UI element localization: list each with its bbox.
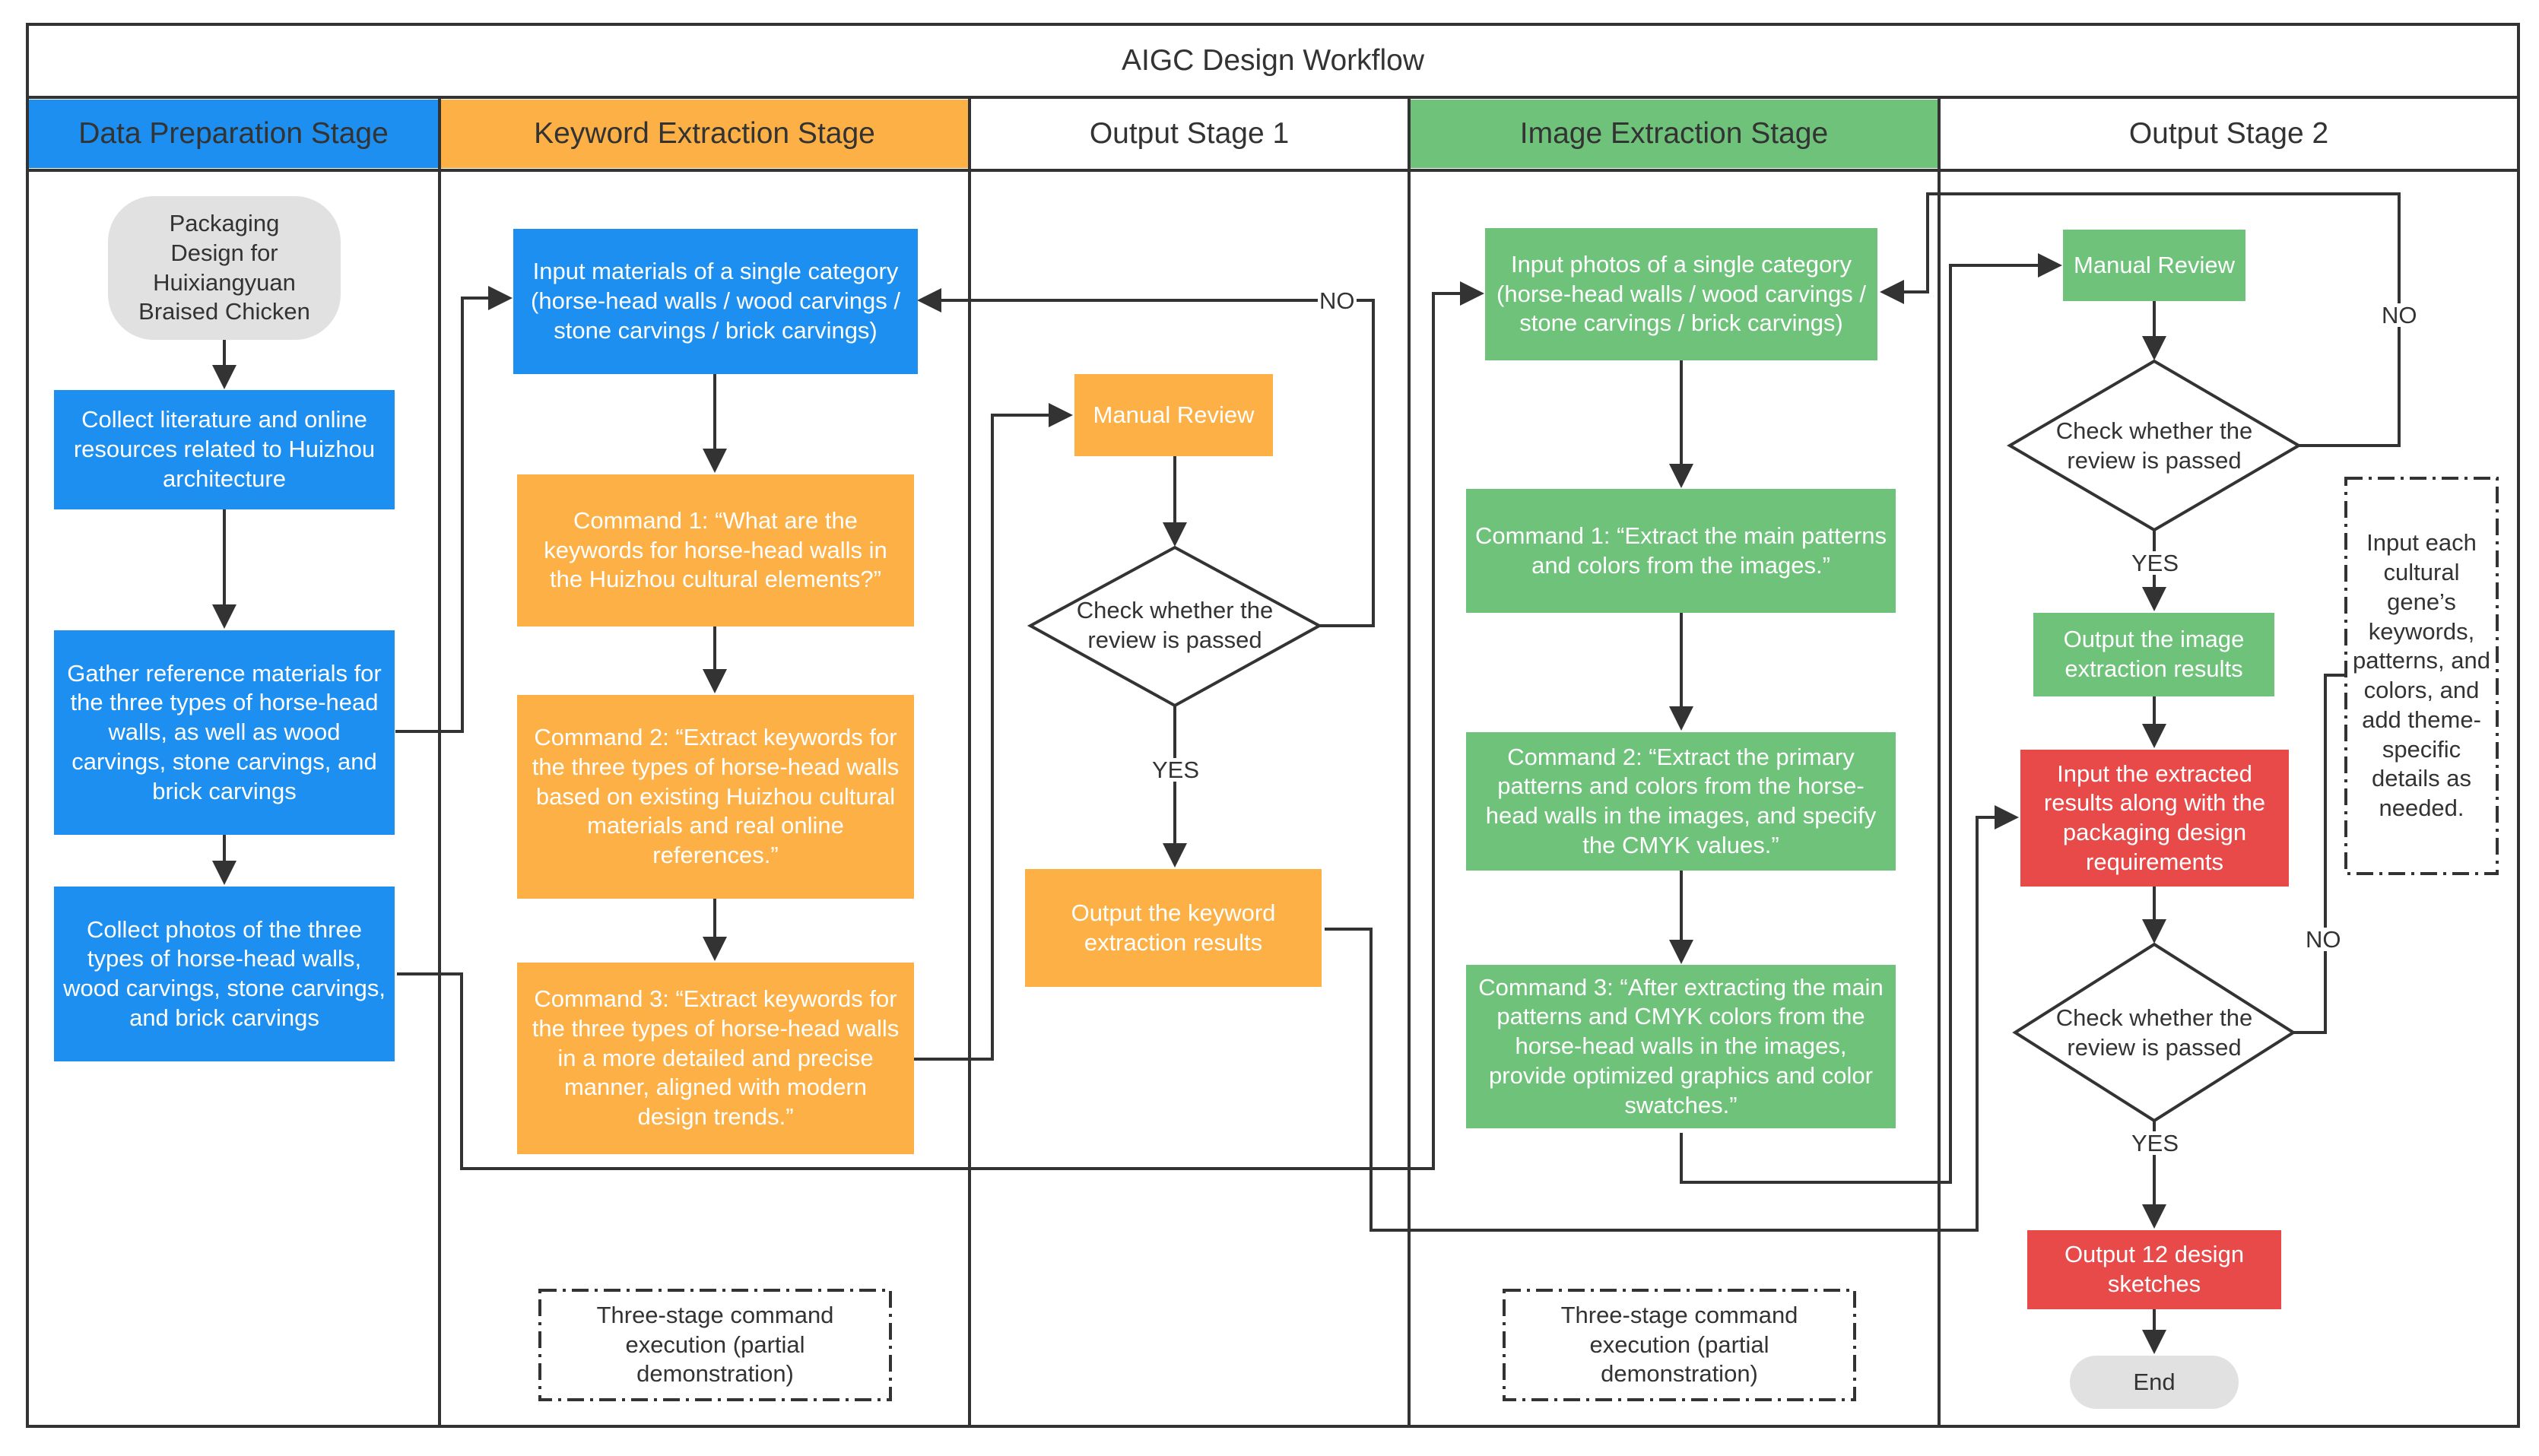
output-image-node: Output the image extraction results — [2033, 613, 2274, 696]
edge-label-yes-3: YES — [2130, 1130, 2181, 1156]
lane-frame — [26, 23, 2520, 1428]
connector-lines — [212, 192, 2401, 1354]
input-extracted-node: Input the extracted results along with t… — [2020, 750, 2289, 887]
keyword-command-1-node: Command 1: “What are the keywords for ho… — [517, 474, 914, 626]
input-materials-node: Input materials of a single category (ho… — [513, 229, 918, 374]
image-command-1-node: Command 1: “Extract the main patterns an… — [1466, 489, 1896, 613]
decision-diamonds — [1027, 359, 2302, 1123]
edge-label-no-1: NO — [1318, 287, 1357, 314]
cultural-gene-note: Input each cultural gene’s keywords, pat… — [2353, 529, 2490, 821]
image-command-2-node: Command 2: “Extract the primary patterns… — [1466, 732, 1896, 871]
keyword-command-2-node: Command 2: “Extract keywords for the thr… — [517, 695, 914, 899]
dashed-notes — [538, 477, 2499, 1401]
collect-photos-node: Collect photos of the three types of hor… — [54, 887, 395, 1061]
lane-header-output-stage-2: Output Stage 2 — [2128, 117, 2329, 150]
start-node: Packaging Design for Huixiangyuan Braise… — [108, 196, 341, 340]
gather-reference-node: Gather reference materials for the three… — [54, 630, 395, 835]
lane-header-output-stage-1: Output Stage 1 — [1089, 117, 1290, 150]
output-keyword-node: Output the keyword extraction results — [1025, 869, 1322, 987]
input-photos-node: Input photos of a single category (horse… — [1485, 228, 1877, 360]
keyword-command-3-node: Command 3: “Extract keywords for the thr… — [517, 963, 914, 1154]
manual-review-2-node: Manual Review — [2063, 230, 2245, 301]
check-review-1-label: Check whether the review is passed — [1076, 597, 1274, 653]
edge-label-no-2: NO — [2380, 302, 2419, 328]
lane-header-image-extraction: Image Extraction Stage — [1411, 100, 1938, 168]
manual-review-1-node: Manual Review — [1074, 374, 1273, 456]
image-command-3-node: Command 3: “After extracting the main pa… — [1466, 965, 1896, 1128]
edge-label-yes-1: YES — [1150, 757, 1201, 783]
diagram-title: AIGC Design Workflow — [1121, 44, 1425, 77]
three-stage-note-2: Three-stage command execution (partial d… — [1560, 1301, 1798, 1388]
end-node: End — [2070, 1356, 2239, 1409]
output-sketches-node: Output 12 design sketches — [2027, 1230, 2281, 1309]
check-review-3-label: Check whether the review is passed — [2055, 1004, 2253, 1061]
lane-header-keyword-extraction: Keyword Extraction Stage — [441, 100, 968, 168]
edge-label-yes-2: YES — [2130, 550, 2181, 576]
check-review-2-label: Check whether the review is passed — [2055, 417, 2253, 474]
lane-header-data-preparation: Data Preparation Stage — [29, 100, 438, 168]
edge-label-no-3: NO — [2304, 926, 2343, 953]
three-stage-note-1: Three-stage command execution (partial d… — [596, 1301, 834, 1388]
note-link-line — [2293, 674, 2346, 1034]
collect-literature-node: Collect literature and online resources … — [54, 390, 395, 509]
